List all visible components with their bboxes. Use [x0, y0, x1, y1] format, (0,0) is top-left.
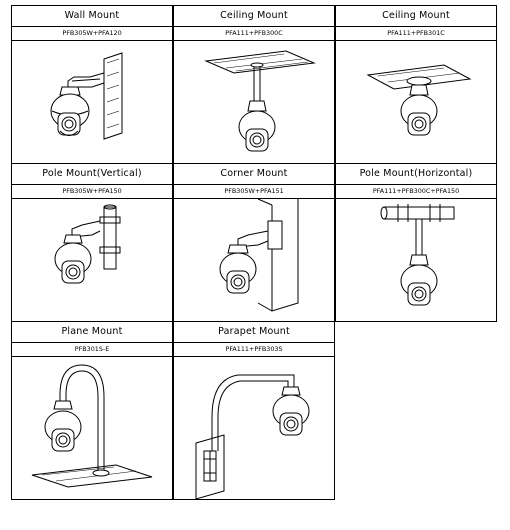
mount-title: Plane Mount	[12, 322, 172, 343]
mount-title: Wall Mount	[12, 6, 172, 27]
mount-cell-pole-horizontal: Pole Mount(Horizontal) PFA111+PFB300C+PF…	[335, 163, 497, 322]
corner-mount-illustration	[174, 199, 334, 324]
mount-title: Corner Mount	[174, 164, 334, 185]
mount-title: Ceiling Mount	[174, 6, 334, 27]
mount-model: PFA111+PFB303S	[174, 343, 334, 357]
mount-model: PFB301S-E	[12, 343, 172, 357]
mount-cell-parapet: Parapet Mount PFA111+PFB303S	[173, 321, 335, 500]
ceiling-mount-flush-illustration	[336, 41, 496, 166]
plane-mount-illustration	[12, 357, 172, 502]
mount-model: PFB305W+PFA120	[12, 27, 172, 41]
mount-model: PFA111+PFB300C+PFA150	[336, 185, 496, 199]
mount-title: Pole Mount(Vertical)	[12, 164, 172, 185]
mount-title: Pole Mount(Horizontal)	[336, 164, 496, 185]
mount-model: PFA111+PFB301C	[336, 27, 496, 41]
mount-cell-pole-vertical: Pole Mount(Vertical) PFB305W+PFA150	[11, 163, 173, 322]
mount-cell-wall: Wall Mount PFB305W+PFA120	[11, 5, 173, 164]
pole-mount-horizontal-illustration	[336, 199, 496, 324]
mount-model: PFA111+PFB300C	[174, 27, 334, 41]
parapet-mount-illustration	[174, 357, 334, 502]
ceiling-mount-pendant-illustration	[174, 41, 334, 166]
mount-title: Ceiling Mount	[336, 6, 496, 27]
mount-cell-plane: Plane Mount PFB301S-E	[11, 321, 173, 500]
mount-cell-corner: Corner Mount PFB305W+PFA151	[173, 163, 335, 322]
mount-cell-ceiling-flush: Ceiling Mount PFA111+PFB301C	[335, 5, 497, 164]
mount-title: Parapet Mount	[174, 322, 334, 343]
mount-model: PFB305W+PFA150	[12, 185, 172, 199]
mount-model: PFB305W+PFA151	[174, 185, 334, 199]
pole-mount-vertical-illustration	[12, 199, 172, 324]
mount-cell-ceiling-pendant: Ceiling Mount PFA111+PFB300C	[173, 5, 335, 164]
wall-mount-illustration	[12, 41, 172, 166]
